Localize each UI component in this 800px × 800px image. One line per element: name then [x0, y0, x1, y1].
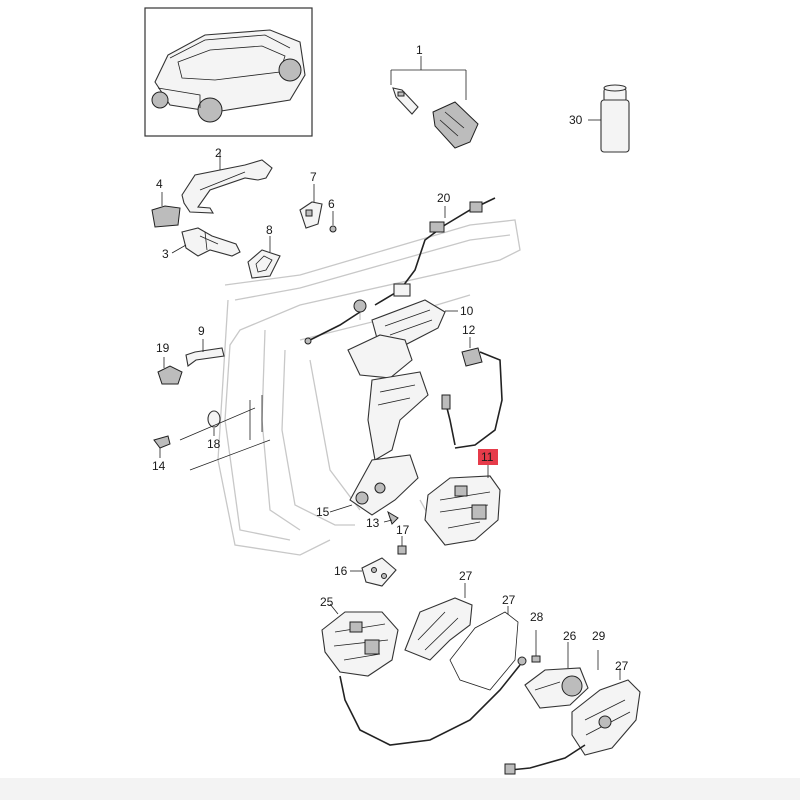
spray-can-icon [600, 84, 630, 153]
label-3: 3 [162, 247, 169, 261]
part-2-outer-handle: 2 [181, 146, 273, 214]
label-14: 14 [152, 459, 166, 473]
part-3-lock-cylinder: 3 [162, 227, 241, 261]
part-1-key-fob: 1 [390, 43, 479, 149]
part-27-housing: 27 [504, 659, 641, 775]
part-25-lock-unit: 25 [320, 595, 527, 746]
label-26: 26 [563, 629, 577, 643]
highlight-badge-11 [478, 449, 498, 465]
part-17-spacer: 17 [396, 523, 410, 555]
part-14-clip: 14 [152, 435, 171, 473]
part-19-cap: 19 [156, 341, 183, 385]
part-9-bolt: 9 [185, 324, 225, 367]
label-4: 4 [156, 177, 163, 191]
label-10: 10 [460, 304, 474, 318]
label-11: 11 [481, 450, 494, 464]
label-12: 12 [462, 323, 476, 337]
part-29-screw: 29 [592, 629, 606, 670]
label-7: 7 [310, 170, 317, 184]
label-28: 28 [530, 610, 544, 624]
vehicle-thumbnail [144, 7, 313, 137]
part-27-cover: 27 [404, 569, 473, 661]
leader-lines-left [179, 407, 271, 471]
part-15-bracket: 15 [316, 454, 419, 519]
part-28-screw: 28 [530, 610, 544, 663]
label-20: 20 [437, 191, 451, 205]
part-27-seal: 27 [449, 593, 519, 691]
part-20-cable: 20 [304, 191, 496, 345]
mounting-studs [249, 395, 263, 440]
part-10-inner-handle: 10 [371, 299, 474, 346]
part-18-ring: 18 [207, 410, 221, 451]
label-27-a: 27 [459, 569, 473, 583]
label-2: 2 [215, 146, 222, 160]
part-16-striker-plate: 16 [334, 557, 397, 587]
suv-car-icon [151, 29, 306, 123]
part-6-screw: 6 [328, 197, 337, 233]
label-6: 6 [328, 197, 335, 211]
label-8: 8 [266, 223, 273, 237]
part-11-door-lock: 11 [424, 449, 501, 546]
part-7-bracket: 7 [299, 170, 323, 229]
part-8-seal: 8 [247, 223, 281, 279]
bottom-band [0, 778, 800, 800]
label-25: 25 [320, 595, 334, 609]
part-13-screw: 13 [366, 510, 399, 530]
label-13: 13 [366, 516, 380, 530]
label-30: 30 [569, 113, 583, 127]
key-fob-icon [432, 101, 479, 149]
part-30-spray-can: 30 [569, 84, 630, 153]
label-1: 1 [416, 43, 423, 57]
label-27-b: 27 [502, 593, 516, 607]
label-15: 15 [316, 505, 330, 519]
part-4-cover-cap: 4 [151, 177, 181, 228]
label-9: 9 [198, 324, 205, 338]
part-26-motor: 26 [524, 629, 589, 709]
lock-carrier-assembly [347, 334, 456, 461]
label-27-c: 27 [615, 659, 629, 673]
label-29: 29 [592, 629, 606, 643]
label-16: 16 [334, 564, 348, 578]
part-12-connector: 12 [454, 323, 503, 449]
label-19: 19 [156, 341, 170, 355]
label-18: 18 [207, 437, 221, 451]
label-17: 17 [396, 523, 410, 537]
